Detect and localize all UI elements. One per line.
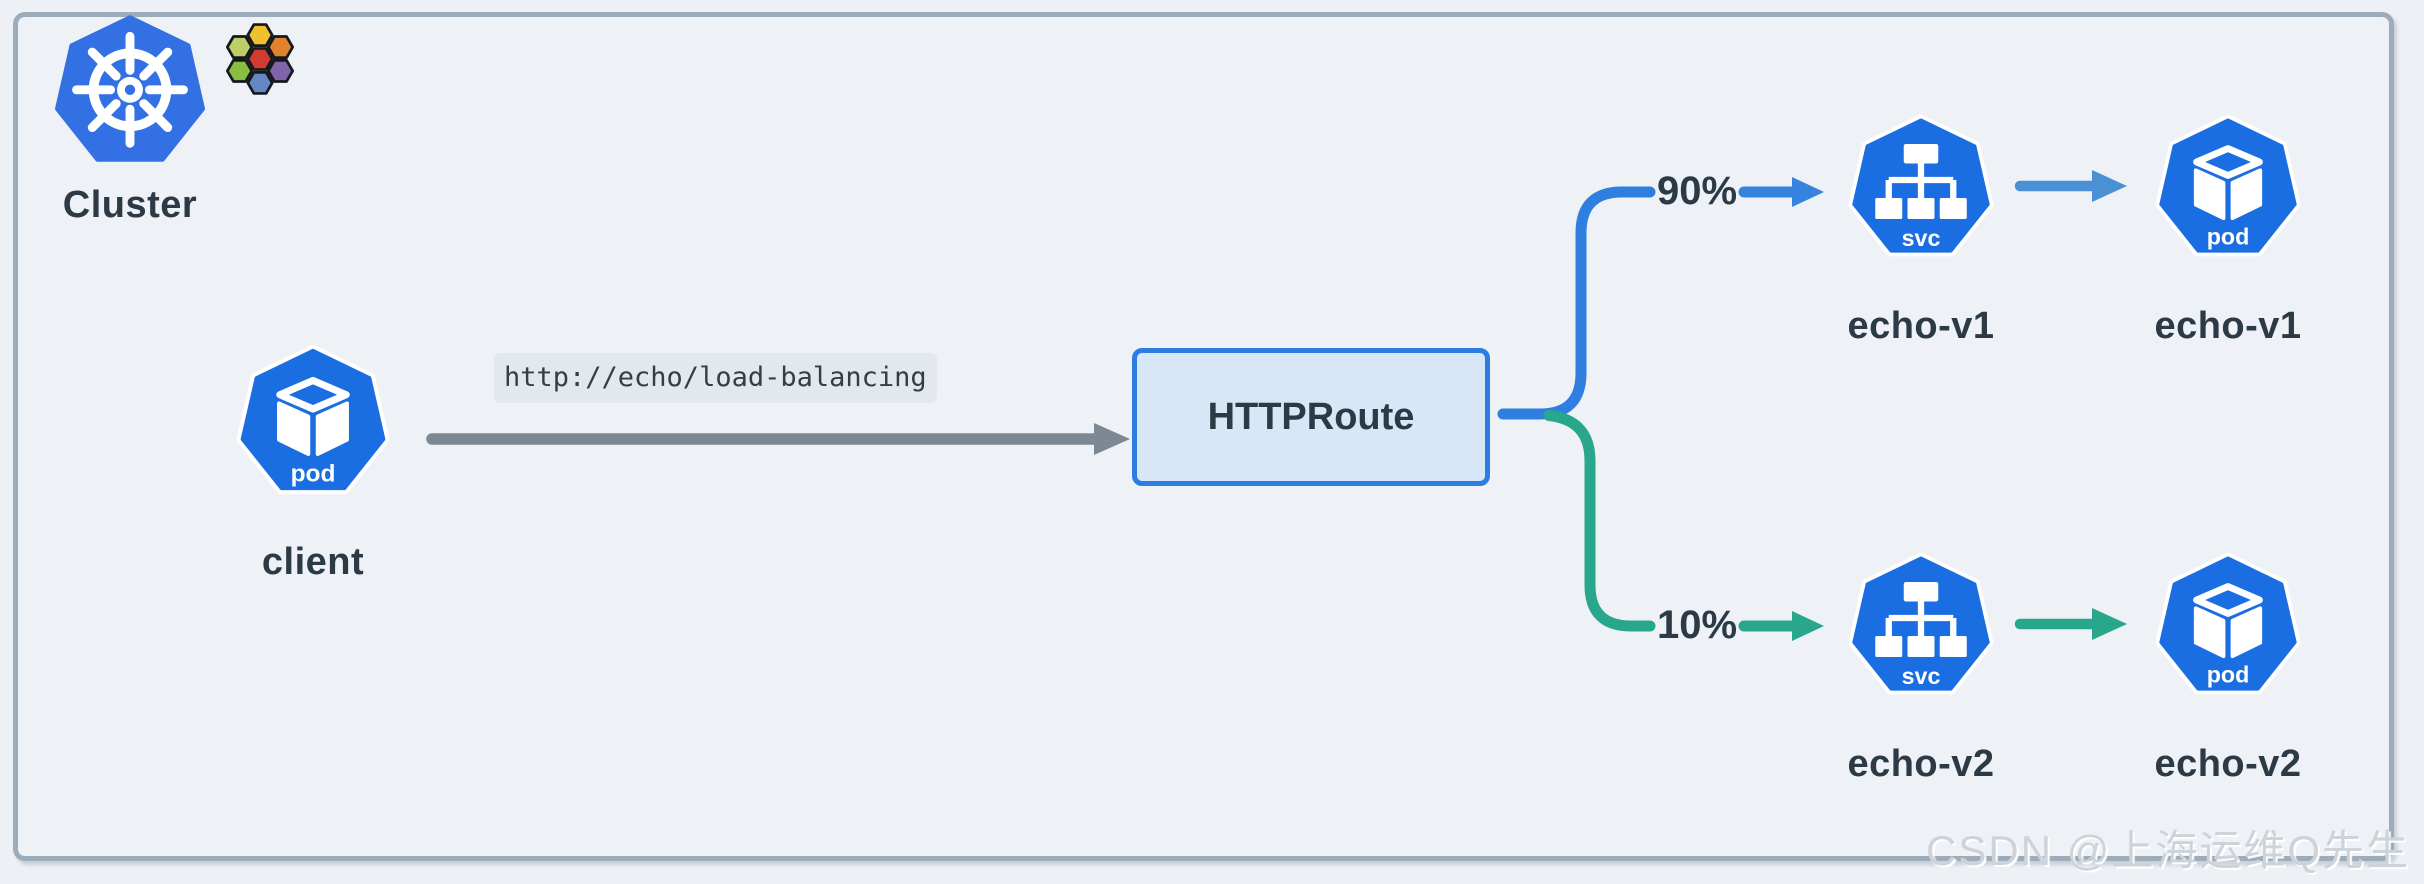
client-label: client xyxy=(261,541,365,583)
service-label-echo-v1: echo-v1 xyxy=(1847,305,1995,347)
service-icon-echo-v2: svc xyxy=(1846,549,1996,699)
request-url-chip: http://echo/load-balancing xyxy=(494,353,937,403)
svc-badge: svc xyxy=(1902,663,1941,689)
pod-icon-echo-v1: pod xyxy=(2153,111,2303,261)
weight-90-label: 90% xyxy=(1656,169,1738,213)
client-pod-icon: pod xyxy=(234,341,392,499)
service-label-echo-v2: echo-v2 xyxy=(1847,743,1995,785)
pod-badge: pod xyxy=(2207,224,2250,250)
pod-badge: pod xyxy=(291,461,336,488)
pod-icon-echo-v2: pod xyxy=(2153,549,2303,699)
httproute-box: HTTPRoute xyxy=(1132,348,1490,486)
pod-label-echo-v2: echo-v2 xyxy=(2154,743,2302,785)
pod-badge: pod xyxy=(2207,662,2250,688)
cilium-honeycomb-icon xyxy=(225,23,295,95)
kubernetes-logo-icon xyxy=(49,8,211,170)
weight-10-label: 10% xyxy=(1656,603,1738,647)
pod-label-echo-v1: echo-v1 xyxy=(2154,305,2302,347)
cluster-label: Cluster xyxy=(62,184,198,226)
csdn-watermark: CSDN @上海运维Q先生 xyxy=(1926,827,2410,874)
svc-badge: svc xyxy=(1902,225,1941,251)
service-icon-echo-v1: svc xyxy=(1846,111,1996,261)
